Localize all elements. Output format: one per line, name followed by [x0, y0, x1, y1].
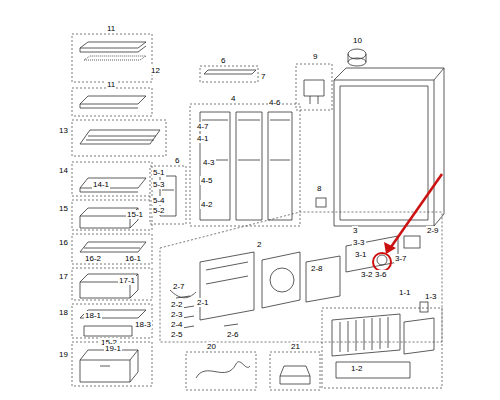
callout-number: 3-7 — [394, 254, 408, 263]
callout-number: 15-1 — [126, 210, 144, 219]
callout-number: 2-4 — [170, 320, 184, 329]
callout-number: 2-2 — [170, 300, 184, 309]
callout-number: 7 — [260, 72, 266, 81]
callout-number: 14-1 — [92, 180, 110, 189]
callout-number: 4-5 — [200, 176, 214, 185]
callout-number: 6 — [174, 156, 180, 165]
callout-number: 1-3 — [424, 292, 438, 301]
callout-number: 2-1 — [196, 298, 210, 307]
callout-number: 18 — [58, 308, 69, 317]
callout-number: 18-3 — [134, 320, 152, 329]
callout-number: 4-1 — [196, 134, 210, 143]
callout-number: 3-3 — [352, 238, 366, 247]
callout-number: 4-3 — [202, 158, 216, 167]
callout-number: 9 — [312, 52, 318, 61]
callout-number: 17 — [58, 272, 69, 281]
highlight — [373, 174, 442, 271]
callout-number: 14 — [58, 166, 69, 175]
callout-number: 2-8 — [310, 264, 324, 273]
callout-number: 3-1 — [354, 250, 368, 259]
callout-number: 20 — [206, 342, 217, 351]
callout-number: 19-1 — [104, 344, 122, 353]
callout-number: 1-1 — [398, 288, 412, 297]
callout-number: 2-7 — [172, 282, 186, 291]
highlight-circle — [373, 253, 391, 271]
callout-number: 3 — [352, 226, 358, 235]
callout-number: 1-2 — [350, 364, 364, 373]
callout-number: 5-4 — [152, 196, 166, 205]
callout-number: 21 — [290, 342, 301, 351]
callout-number: 6 — [220, 56, 226, 65]
callout-number: 11 — [106, 80, 116, 89]
callout-number: 8 — [316, 184, 322, 193]
callout-number: 5-1 — [152, 168, 166, 177]
callout-number: 2-3 — [170, 310, 184, 319]
callout-number: 4 — [230, 94, 236, 103]
pointer-arrow — [391, 174, 442, 247]
callout-number: 17-1 — [118, 276, 136, 285]
callout-number: 18-1 — [84, 311, 102, 320]
callout-number: 4-6 — [268, 98, 282, 107]
callout-number: 11 — [106, 24, 116, 33]
callout-number: 2-6 — [226, 330, 240, 339]
callout-number: 12 — [150, 66, 161, 75]
illustration — [72, 34, 444, 390]
callout-number: 16-2 — [84, 254, 102, 263]
callout-number: 5-2 — [152, 206, 166, 215]
callout-number: 4-7 — [196, 122, 210, 131]
callout-number: 19 — [58, 350, 69, 359]
callout-number: 2-5 — [170, 330, 184, 339]
callout-number: 2-9 — [426, 226, 440, 235]
callout-number: 10 — [352, 36, 363, 45]
callout-number: 16 — [58, 238, 69, 247]
callout-number: 13 — [58, 126, 69, 135]
callout-number: 5-3 — [152, 180, 166, 189]
callout-number: 2 — [256, 240, 262, 249]
callout-number: 16-1 — [124, 254, 142, 263]
callout-number: 4-2 — [200, 200, 214, 209]
callout-number: 15 — [58, 204, 69, 213]
callout-number: 3-2 — [360, 270, 374, 279]
arrow-head — [384, 242, 396, 254]
callout-number: 3-6 — [374, 270, 388, 279]
